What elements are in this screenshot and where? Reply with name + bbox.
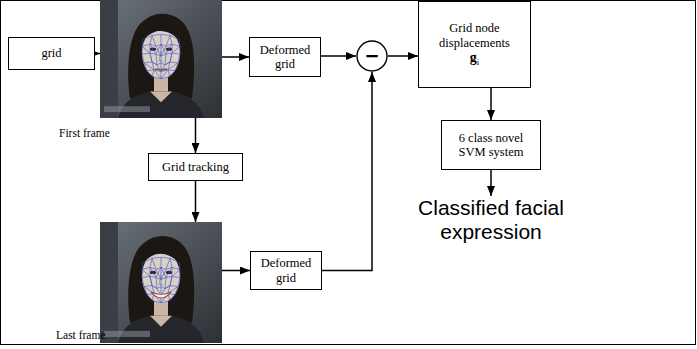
node-label: Deformed grid [261,256,312,284]
output-box: Grid node displacementsgi [418,1,531,88]
flow-arrow [321,55,356,57]
text-line: Grid node displacements [423,21,526,50]
flow-arrow [195,118,197,153]
text-line: 6 class novel SVM system [446,131,536,160]
frame-caption: Last frame [56,329,106,341]
text-line: Deformed grid [255,256,317,285]
subtract-circle: − [356,40,388,72]
text-line: Grid tracking [162,160,229,174]
flow-arrow [95,53,100,55]
flow-arrow [222,270,250,272]
process-box: Deformed grid [250,251,322,290]
text-line: Deformed grid [254,43,316,72]
flow-arrow [222,56,249,58]
flow-arrow [490,88,492,120]
flow-arrow [388,55,418,57]
text-line: grid [41,46,61,60]
last-frame-photo [100,222,222,343]
first-frame-photo [100,0,222,118]
node-label: g [470,50,477,65]
last-frame-image: Last frame [100,222,222,343]
text-line: gi [470,50,480,68]
input-box: grid [8,37,95,70]
first-frame-image: First frame [100,0,222,118]
node-label: Classified facial expression [418,196,564,243]
process-box: Deformed grid [249,37,321,77]
node-label: i [477,57,480,67]
node-label: Grid tracking [162,160,229,174]
flow-arrow [322,72,372,271]
process-box: Grid tracking [148,153,243,181]
flow-arrow [195,181,197,222]
text-line: − [364,47,379,66]
text-line: Classified facial expression [396,196,586,244]
result-text: Classified facial expression [396,196,586,252]
operator-symbol: − [364,45,379,66]
node-label: 6 class novel SVM system [459,131,524,159]
node-label: Deformed grid [260,43,311,71]
classifier-box: 6 class novel SVM system [441,120,541,170]
frame-caption: First frame [59,127,110,139]
node-label: Grid node displacements [439,21,510,49]
node-label: grid [41,46,61,60]
flow-arrow [490,170,492,196]
